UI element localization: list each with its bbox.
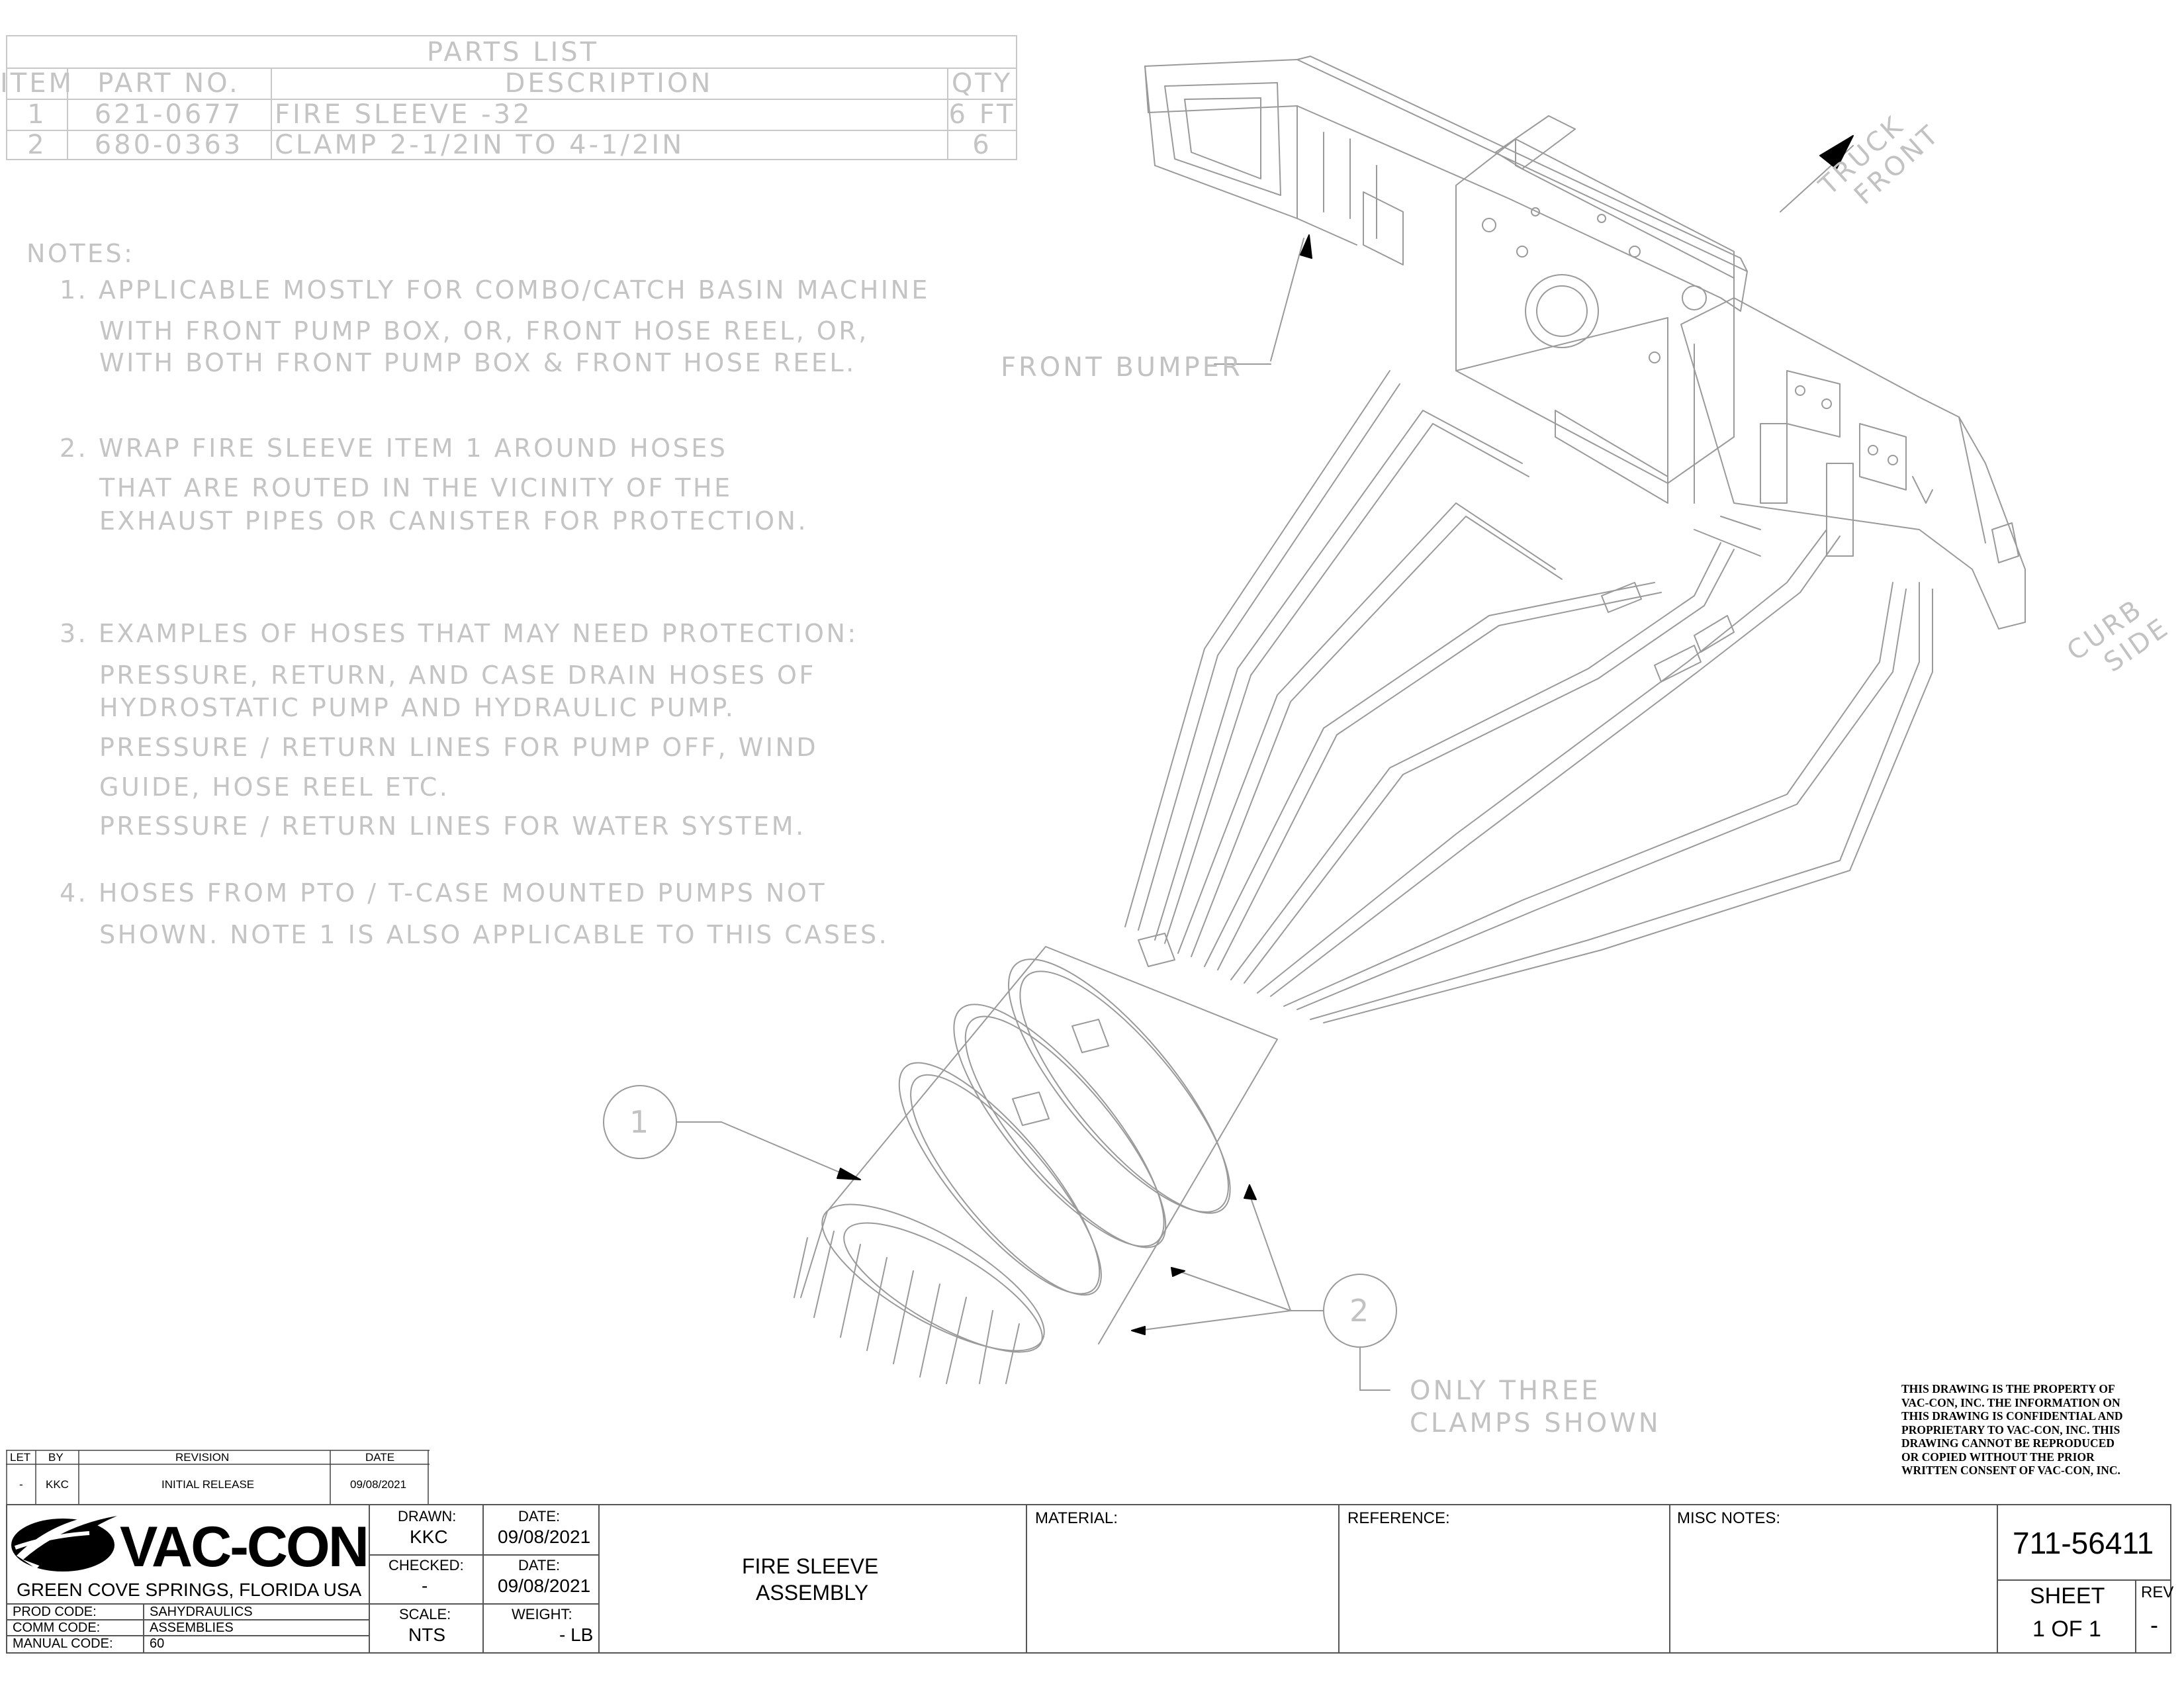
disclaimer-line: DRAWING CANNOT BE REPRODUCED (1901, 1436, 2115, 1450)
front-bumper-frame (1144, 56, 2026, 630)
disclaimer-line: OR COPIED WITHOUT THE PRIOR (1901, 1450, 2095, 1464)
manual-code-label: MANUAL CODE: (13, 1636, 113, 1651)
note-3-line-5: GUIDE, HOSE REEL ETC. (99, 773, 450, 802)
revision-header-date: DATE (365, 1451, 395, 1464)
clamps-note-line-1: ONLY THREE (1410, 1376, 1601, 1406)
note-3-line-2: PRESSURE, RETURN, AND CASE DRAIN HOSES O… (99, 661, 816, 690)
note-4-line-1: 4. HOSES FROM PTO / T-CASE MOUNTED PUMPS… (60, 878, 827, 908)
drawing-title-line-2: ASSEMBLY (756, 1581, 869, 1605)
revision-date: 09/08/2021 (350, 1478, 407, 1491)
revision-block: LET BY REVISION DATE - KKC INITIAL RELEA… (6, 1450, 430, 1505)
checked-date-label: DATE: (518, 1557, 561, 1573)
parts-list-table: PARTS LIST ITEM PART NO. DESCRIPTION QTY… (0, 35, 1017, 160)
rev-label: REV (2141, 1583, 2174, 1601)
scale-label: SCALE: (399, 1606, 451, 1622)
note-1-line-3: WITH BOTH FRONT PUMP BOX & FRONT HOSE RE… (99, 348, 856, 377)
hose-bundle (1124, 370, 1933, 1023)
parts-list-title: PARTS LIST (426, 36, 600, 68)
row-2-qty: 6 (972, 130, 992, 160)
weight-label: WEIGHT: (512, 1606, 572, 1622)
prod-code-label: PROD CODE: (13, 1605, 97, 1619)
note-1-line-2: WITH FRONT PUMP BOX, OR, FRONT HOSE REEL… (99, 316, 869, 346)
comm-code-value: ASSEMBLIES (150, 1620, 234, 1635)
company-logo-text: VAC-CON (120, 1515, 369, 1579)
checked-date: 09/08/2021 (498, 1575, 591, 1596)
rev-value: - (2150, 1611, 2158, 1638)
drawn-date-label: DATE: (518, 1508, 561, 1524)
note-3-line-1: 3. EXAMPLES OF HOSES THAT MAY NEED PROTE… (60, 619, 858, 648)
scale-value: NTS (408, 1624, 445, 1645)
clamps-note-line-2: CLAMPS SHOWN (1410, 1408, 1661, 1438)
sheet-value: 1 OF 1 (2032, 1617, 2101, 1642)
revision-header-by: BY (48, 1451, 64, 1464)
checked-label: CHECKED: (388, 1557, 464, 1573)
front-bumper-label: FRONT BUMPER (1001, 352, 1243, 383)
weight-value: - LB (559, 1624, 594, 1645)
balloon-2-number: 2 (1349, 1293, 1372, 1329)
truck-front-arrow (1780, 135, 1854, 212)
note-3-line-4: PRESSURE / RETURN LINES FOR PUMP OFF, WI… (99, 733, 819, 762)
revision-let: - (19, 1478, 23, 1491)
revision-header-let: LET (10, 1451, 31, 1464)
drawn-by: KKC (410, 1526, 448, 1547)
revision-header-revision: REVISION (175, 1451, 230, 1464)
misc-notes-label: MISC NOTES: (1677, 1509, 1781, 1527)
disclaimer-line: VAC-CON, INC. THE INFORMATION ON (1901, 1395, 2120, 1409)
vac-con-swoosh-logo (11, 1512, 121, 1571)
balloon-1-number: 1 (629, 1104, 652, 1140)
comm-code-label: COMM CODE: (13, 1620, 101, 1635)
revision-description: INITIAL RELEASE (161, 1478, 255, 1491)
note-1-line-1: 1. APPLICABLE MOSTLY FOR COMBO/CATCH BAS… (60, 275, 930, 305)
header-description: DESCRIPTION (504, 68, 713, 99)
disclaimer-line: WRITTEN CONSENT OF VAC-CON, INC. (1901, 1464, 2120, 1477)
row-1-item: 1 (27, 99, 47, 130)
prod-code-value: SAHYDRAULICS (150, 1605, 253, 1619)
drawn-date: 09/08/2021 (498, 1526, 591, 1547)
front-bumper-leader (1270, 238, 1304, 361)
disclaimer-line: THIS DRAWING IS THE PROPERTY OF (1901, 1382, 2115, 1395)
note-2-line-1: 2. WRAP FIRE SLEEVE ITEM 1 AROUND HOSES (60, 434, 728, 463)
row-2-part-no: 680-0363 (94, 130, 244, 160)
fire-sleeve (794, 933, 1278, 1384)
fire-sleeve-isometric-drawing (603, 56, 2026, 1391)
notes-heading: NOTES: (26, 239, 135, 268)
header-item: ITEM (0, 68, 75, 99)
company-location: GREEN COVE SPRINGS, FLORIDA USA (17, 1579, 362, 1600)
row-2-item: 2 (27, 130, 47, 160)
note-2-line-2: THAT ARE ROUTED IN THE VICINITY OF THE (99, 473, 733, 502)
property-disclaimer: THIS DRAWING IS THE PROPERTY OF VAC-CON,… (1901, 1382, 2160, 1477)
drawing-title-line-1: FIRE SLEEVE (742, 1554, 879, 1578)
revision-by: KKC (46, 1478, 69, 1491)
disclaimer-line: PROPRIETARY TO VAC-CON, INC. THIS (1901, 1423, 2120, 1436)
row-1-part-no: 621-0677 (94, 99, 244, 130)
balloon-1 (603, 1085, 861, 1180)
note-3-line-6: PRESSURE / RETURN LINES FOR WATER SYSTEM… (99, 812, 806, 841)
reference-label: REFERENCE: (1347, 1509, 1450, 1527)
balloon-2 (1131, 1184, 1397, 1391)
header-part-no: PART NO. (97, 68, 240, 99)
manual-code-value: 60 (150, 1636, 165, 1651)
note-4-line-2: SHOWN. NOTE 1 IS ALSO APPLICABLE TO THIS… (99, 920, 889, 949)
row-2-description: CLAMP 2-1/2IN TO 4-1/2IN (275, 130, 685, 160)
checked-by: - (422, 1575, 428, 1596)
note-3-line-3: HYDROSTATIC PUMP AND HYDRAULIC PUMP. (99, 693, 736, 722)
material-label: MATERIAL: (1035, 1509, 1118, 1527)
header-qty: QTY (951, 68, 1013, 99)
title-block: VAC-CON GREEN COVE SPRINGS, FLORIDA USA … (6, 1504, 2174, 1654)
sheet-label: SHEET (2030, 1583, 2105, 1609)
row-1-description: FIRE SLEEVE -32 (275, 99, 533, 130)
drawn-label: DRAWN: (398, 1508, 457, 1524)
drawing-number: 711-56411 (2013, 1526, 2154, 1560)
note-2-line-3: EXHAUST PIPES OR CANISTER FOR PROTECTION… (99, 506, 809, 536)
disclaimer-line: THIS DRAWING IS CONFIDENTIAL AND (1901, 1409, 2123, 1423)
row-1-qty: 6 FT (948, 99, 1016, 130)
